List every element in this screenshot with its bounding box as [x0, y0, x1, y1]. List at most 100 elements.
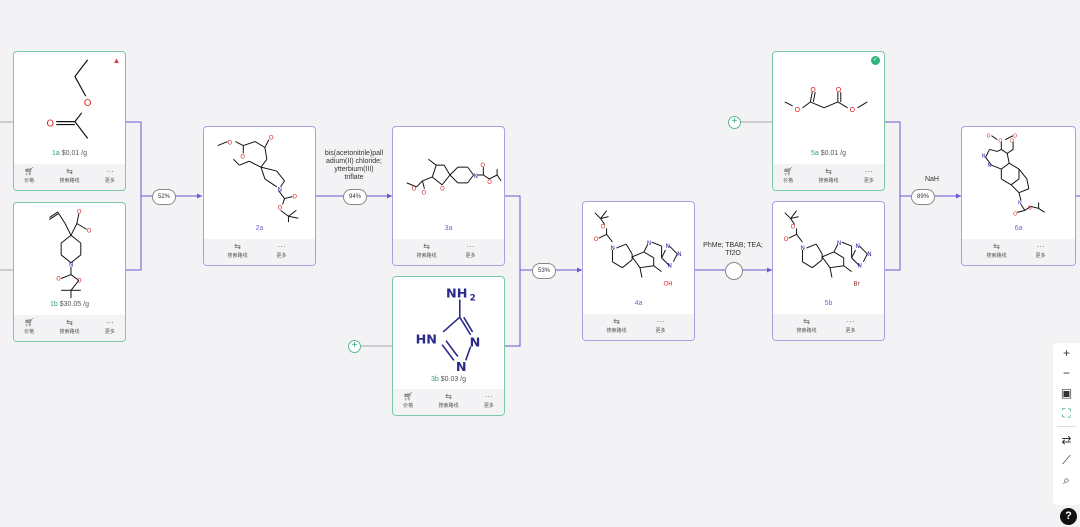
- search-route-button[interactable]: ⇆搜索路线: [410, 239, 444, 265]
- svg-text:N: N: [647, 241, 651, 247]
- svg-text:O: O: [87, 228, 92, 234]
- yield-badge-step1: 52%: [152, 189, 176, 205]
- warning-icon: ▲: [112, 56, 121, 65]
- more-button[interactable]: ···更多: [95, 315, 125, 341]
- molecule-card-6a[interactable]: O O O O N N N O O 6a ⇆搜索路线 ···更多: [961, 126, 1076, 266]
- cart-icon: 🛒︎: [24, 167, 35, 176]
- search-route-button[interactable]: ⇆ 搜索路线: [433, 389, 463, 415]
- atom-label: HN: [416, 333, 437, 348]
- search-route-button[interactable]: ⇆搜索路线: [600, 314, 634, 340]
- card-actions: ⇆搜索路线 ···更多: [773, 314, 884, 340]
- card-actions: ⇆搜索路线 ···更多: [204, 239, 315, 265]
- svg-text:N: N: [982, 153, 986, 159]
- molecule-card-1a[interactable]: ▲ O O 1a $0.01 /g 🛒︎价格 ⇆搜索路线 ···更多: [13, 51, 126, 191]
- route-icon: ⇆: [66, 318, 73, 327]
- search-route-button[interactable]: ⇆ 搜索路线: [813, 164, 843, 190]
- molecule-card-1b[interactable]: O O N O O 1b $30.05 /g 🛒︎价格 ⇆搜索路线 ···更多: [13, 202, 126, 342]
- more-button[interactable]: ···更多: [265, 239, 299, 265]
- molecule-card-3a[interactable]: N O O O O O 3a ⇆搜索路线 ···更多: [392, 126, 505, 266]
- price-button[interactable]: 🛒︎ 价格: [14, 164, 44, 190]
- molecule-id: 5a: [810, 150, 819, 157]
- molecule-price: $0.01 /g: [61, 150, 88, 157]
- molecule-caption: 3b $0.03 /g: [393, 376, 504, 383]
- molecule-id: 3a: [444, 225, 453, 232]
- price-button[interactable]: 🛒︎价格: [14, 315, 44, 341]
- svg-text:O: O: [278, 205, 283, 211]
- yield-badge-step2: 94%: [343, 189, 367, 205]
- fit-view-icon[interactable]: ▣: [1060, 386, 1073, 400]
- search-route-button[interactable]: ⇆搜索路线: [221, 239, 255, 265]
- atom-label: N: [456, 360, 467, 375]
- molecule-card-5b[interactable]: O O N N N N N Br 5b ⇆搜索路线 ···更多: [772, 201, 885, 341]
- check-icon: ✓: [871, 56, 880, 65]
- condition-line: PhMe; TBAB; TEA;: [703, 242, 763, 249]
- svg-text:O: O: [810, 86, 816, 94]
- more-icon: ···: [466, 242, 475, 251]
- search-route-icon[interactable]: ⌕: [1063, 473, 1070, 487]
- search-route-button[interactable]: ⇆搜索路线: [54, 315, 84, 341]
- action-label: 搜索路线: [818, 178, 839, 184]
- more-button[interactable]: ···更多: [1024, 239, 1058, 265]
- help-button[interactable]: ?: [1060, 508, 1077, 525]
- action-label: 价格: [24, 178, 35, 184]
- svg-text:N: N: [474, 174, 478, 180]
- route-icon: ⇆: [825, 167, 832, 176]
- atom-label: NH: [446, 287, 467, 302]
- molecule-card-5a[interactable]: ✓ O O O O 5a $0.01 /g 🛒︎价格 ⇆搜索路线 ···更多: [772, 51, 885, 191]
- yield-badge-step5: 89%: [911, 189, 935, 205]
- svg-text:O: O: [46, 119, 54, 130]
- structure-diagram: O O O N O O: [217, 136, 299, 223]
- action-label: 搜索路线: [796, 328, 817, 334]
- more-button[interactable]: ···更多: [834, 314, 868, 340]
- more-button[interactable]: ···更多: [95, 164, 125, 190]
- route-icon: ⇆: [613, 317, 620, 326]
- svg-text:O: O: [1013, 211, 1017, 217]
- card-actions: ⇆搜索路线 ···更多: [583, 314, 694, 340]
- svg-text:O: O: [440, 187, 445, 193]
- svg-text:O: O: [850, 106, 856, 114]
- svg-text:N: N: [801, 246, 805, 252]
- svg-text:O: O: [1028, 205, 1032, 211]
- svg-text:O: O: [784, 237, 789, 243]
- svg-text:N: N: [666, 244, 670, 250]
- svg-text:O: O: [987, 134, 991, 140]
- zoom-in-icon[interactable]: +: [1062, 346, 1070, 360]
- yield-badge-step3: 53%: [532, 263, 556, 279]
- condition-line: ytterbium(III): [334, 166, 374, 173]
- molecule-card-3b[interactable]: NH 2 HN N N 3b $0.03 /g 🛒︎价格 ⇆搜索路线 ···更多: [392, 276, 505, 416]
- molecule-card-4a[interactable]: O O N N N N N OH 4a ⇆搜索路线 ···更多: [582, 201, 695, 341]
- molecule-id: 6a: [1014, 225, 1023, 232]
- svg-text:O: O: [292, 195, 297, 201]
- svg-text:O: O: [1013, 134, 1017, 140]
- route-icon[interactable]: ⟋: [1062, 453, 1071, 467]
- action-label: 价格: [403, 403, 414, 409]
- price-button[interactable]: 🛒︎价格: [773, 164, 803, 190]
- action-label: 搜索路线: [59, 178, 80, 184]
- more-button[interactable]: ···更多: [644, 314, 678, 340]
- canvas-toolbar: + − ▣ ⛶ ⇄ ⟋ ⌕: [1053, 343, 1080, 505]
- more-button[interactable]: ···更多: [454, 239, 488, 265]
- action-label: 搜索路线: [416, 253, 437, 259]
- svg-text:O: O: [836, 86, 842, 94]
- swap-icon[interactable]: ⇄: [1061, 433, 1072, 447]
- more-button[interactable]: ···更多: [474, 389, 504, 415]
- search-route-button[interactable]: ⇆搜索路线: [54, 164, 84, 190]
- zoom-out-icon[interactable]: −: [1062, 366, 1070, 380]
- action-label: 搜索路线: [438, 403, 459, 409]
- card-actions: ⇆搜索路线 ···更多: [393, 239, 504, 265]
- molecule-id: 3b: [430, 376, 439, 383]
- svg-text:O: O: [1010, 139, 1014, 145]
- route-icon: ⇆: [445, 392, 452, 401]
- focus-icon[interactable]: ⛶: [1062, 406, 1071, 420]
- more-button[interactable]: ···更多: [854, 164, 884, 190]
- toolbar-divider: [1057, 426, 1076, 427]
- molecule-card-2a[interactable]: O O O N O O 2a ⇆搜索路线 ···更多: [203, 126, 316, 266]
- add-reactant-button[interactable]: +: [348, 340, 361, 353]
- price-button[interactable]: 🛒︎价格: [393, 389, 423, 415]
- search-route-button[interactable]: ⇆搜索路线: [980, 239, 1014, 265]
- add-reactant-button[interactable]: +: [728, 116, 741, 129]
- conditions-step4: PhMe; TBAB; TEA; Tf2O: [697, 242, 769, 258]
- molecule-caption: 3a: [393, 225, 504, 232]
- action-label: 搜索路线: [227, 253, 248, 259]
- search-route-button[interactable]: ⇆搜索路线: [790, 314, 824, 340]
